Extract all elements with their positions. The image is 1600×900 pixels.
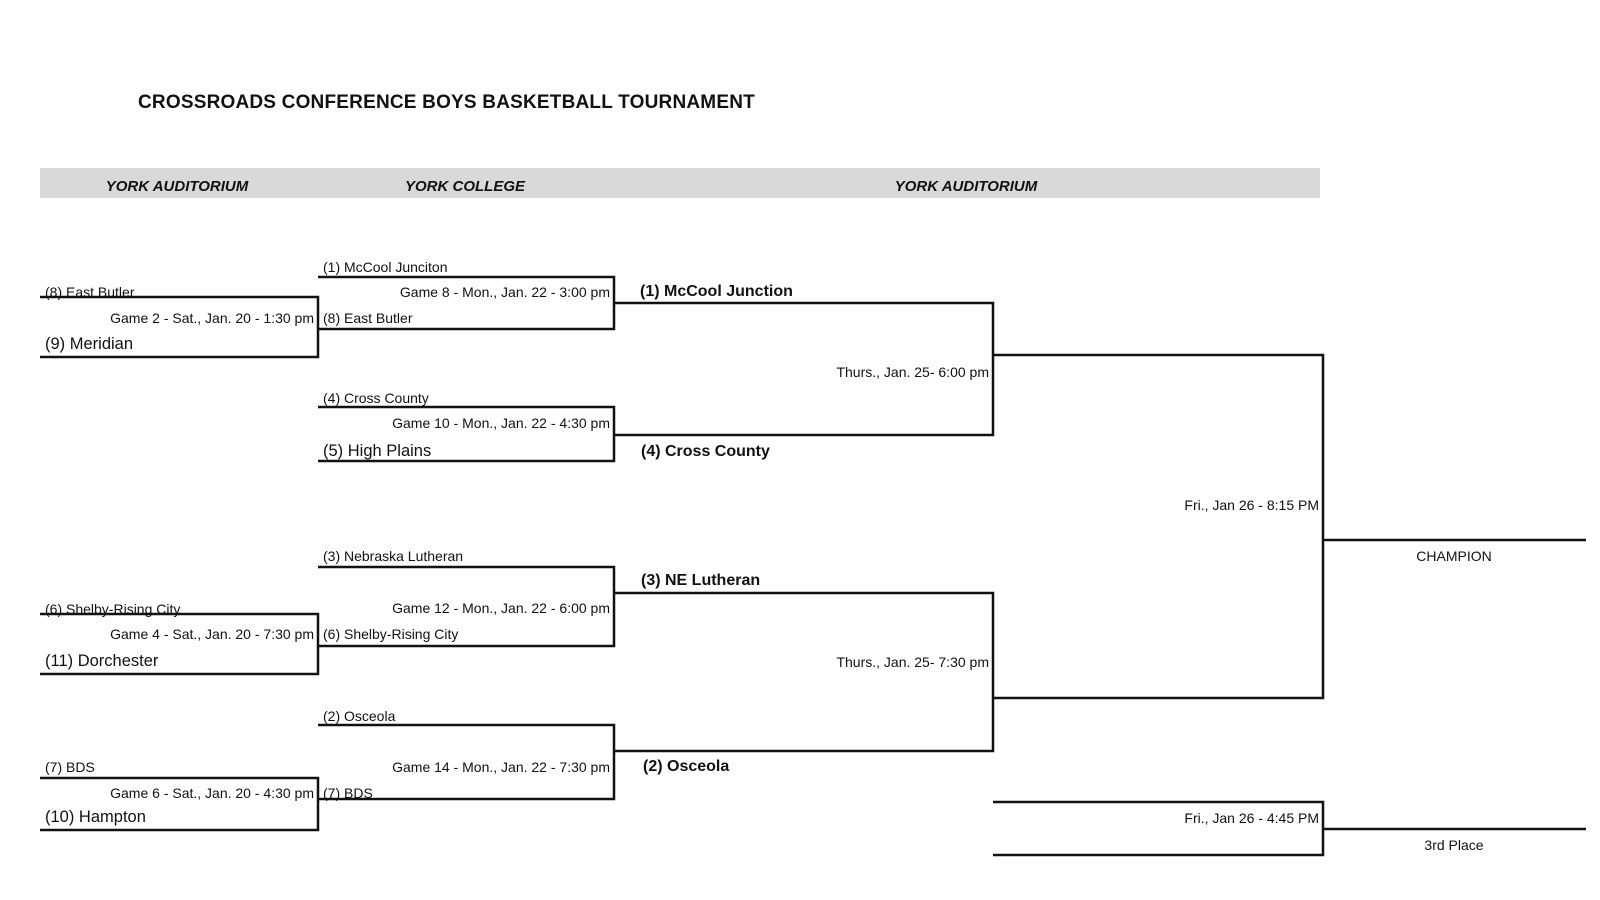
r1-m2-top-team: (6) Shelby-Rising City <box>45 601 181 617</box>
page-title: CROSSROADS CONFERENCE BOYS BASKETBALL TO… <box>138 92 755 113</box>
r1-m2-bottom-team: (11) Dorchester <box>45 652 159 670</box>
semi-2-bottom-team: (2) Osceola <box>643 758 730 775</box>
semi-1-bottom-team: (4) Cross County <box>641 443 770 460</box>
venue-finals: YORK AUDITORIUM <box>894 178 1038 195</box>
r2-m2-bottom-team: (5) High Plains <box>323 442 432 460</box>
r2-m4-bottom-team: (7) BDS <box>323 785 373 801</box>
venue-round2: YORK COLLEGE <box>404 178 526 195</box>
r2-m2-game: Game 10 - Mon., Jan. 22 - 4:30 pm <box>392 415 610 431</box>
champion-label: CHAMPION <box>1416 548 1492 564</box>
bracket-r1-m2 <box>40 612 320 676</box>
r2-m3-bottom-team: (6) Shelby-Rising City <box>323 626 459 642</box>
bracket-semi-2 <box>614 591 995 753</box>
r2-m4-game: Game 14 - Mon., Jan. 22 - 7:30 pm <box>392 759 610 775</box>
r2-m1-game: Game 8 - Mon., Jan. 22 - 3:00 pm <box>399 284 610 300</box>
r2-m3-top-team: (3) Nebraska Lutheran <box>323 548 464 564</box>
semi-1-game: Thurs., Jan. 25- 6:00 pm <box>836 364 989 380</box>
r1-m1-bottom-team: (9) Meridian <box>45 335 134 353</box>
bracket-r2-m4 <box>318 723 616 801</box>
r2-m3-game: Game 12 - Mon., Jan. 22 - 6:00 pm <box>392 600 610 616</box>
semi-2-game: Thurs., Jan. 25- 7:30 pm <box>836 654 989 670</box>
third-place-label: 3rd Place <box>1424 837 1484 853</box>
semi-1-top-team: (1) McCool Junction <box>640 283 793 300</box>
r2-m1-bottom-team: (8) East Butler <box>323 310 413 326</box>
third-place-game: Fri., Jan 26 - 4:45 PM <box>1184 810 1319 826</box>
championship-game: Fri., Jan 26 - 8:15 PM <box>1184 497 1319 513</box>
r2-m4-top-team: (2) Osceola <box>323 708 396 724</box>
semi-2-top-team: (3) NE Lutheran <box>641 572 761 589</box>
bracket-r1-m3 <box>40 776 320 832</box>
venue-band <box>40 168 1320 198</box>
r2-m1-top-team: (1) McCool Junciton <box>323 259 448 275</box>
venue-round1: YORK AUDITORIUM <box>105 178 249 195</box>
r1-m2-game: Game 4 - Sat., Jan. 20 - 7:30 pm <box>110 626 314 642</box>
bracket-final <box>993 353 1325 700</box>
r1-m3-game: Game 6 - Sat., Jan. 20 - 4:30 pm <box>110 785 314 801</box>
r1-m3-top-team: (7) BDS <box>45 759 95 775</box>
r1-m3-bottom-team: (10) Hampton <box>45 808 146 826</box>
r1-m1-game: Game 2 - Sat., Jan. 20 - 1:30 pm <box>110 310 314 326</box>
r2-m2-top-team: (4) Cross County <box>323 390 429 406</box>
bracket-r2-m3 <box>318 565 616 648</box>
bracket-r1-m1 <box>40 295 320 359</box>
r1-m1-top-team: (8) East Butler <box>45 284 135 300</box>
bracket-semi-1 <box>614 301 995 437</box>
